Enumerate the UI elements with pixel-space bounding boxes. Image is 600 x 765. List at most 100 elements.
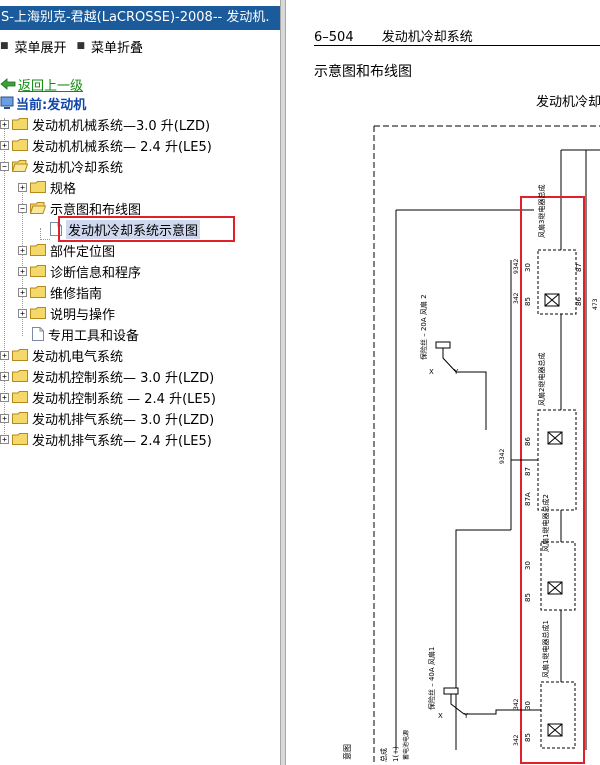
document-pane: 6–504 发动机冷却系统 示意图和布线图 发动机冷却 风扇3继电器总成 30 … xyxy=(286,0,600,765)
connector-label: X xyxy=(429,368,434,376)
wire-label: 342 xyxy=(513,292,520,304)
pin-label: 87A xyxy=(524,492,532,506)
square-icon: ■ xyxy=(0,41,9,51)
computer-icon xyxy=(0,96,14,109)
expand-toggle[interactable]: + xyxy=(18,287,27,297)
collapse-menu-label: 菜单折叠 xyxy=(91,40,144,56)
tree-item-label: 发动机机械系统—3.0 升(LZD) xyxy=(32,118,211,134)
expand-toggle[interactable]: + xyxy=(18,182,27,192)
tree-item-schematics[interactable]: − 示意图和布线图 xyxy=(18,198,141,218)
diagram-caption: 意图 xyxy=(342,744,352,760)
tree-item-label: 说明与操作 xyxy=(50,307,116,323)
expand-toggle[interactable]: + xyxy=(18,266,27,276)
connector-label: X xyxy=(438,712,443,720)
relay-box xyxy=(540,541,576,611)
pin-label: 86 xyxy=(524,437,532,446)
collapse-menu-button[interactable]: ■ 菜单折叠 xyxy=(77,37,144,56)
expand-menu-label: 菜单展开 xyxy=(14,40,67,56)
tree-item-label: 发动机控制系统— 3.0 升(LZD) xyxy=(32,370,215,386)
folder-icon xyxy=(12,391,28,403)
wire-label: 342 xyxy=(513,734,520,746)
expand-toggle[interactable]: + xyxy=(18,308,27,318)
tree-item-repair-guide[interactable]: + 维修指南 xyxy=(18,282,102,302)
tree-guide-line xyxy=(40,228,41,240)
pin-label: 87 xyxy=(524,467,532,476)
pin-label: 87 xyxy=(575,263,583,272)
tree-item-label: 发动机机械系统— 2.4 升(LE5) xyxy=(32,139,212,155)
expand-toggle[interactable]: + xyxy=(0,119,9,129)
collapse-toggle[interactable]: − xyxy=(0,161,9,171)
back-link[interactable]: 返回上一级 xyxy=(0,74,83,94)
pin-label: 30 xyxy=(524,561,532,570)
collapse-toggle[interactable]: − xyxy=(18,203,27,213)
tree-item-engine-cooling[interactable]: − 发动机冷却系统 xyxy=(0,156,123,176)
tree-item-engine-mechanical-2-4[interactable]: + 发动机机械系统— 2.4 升(LE5) xyxy=(0,135,212,155)
tree-item-engine-electrical[interactable]: + 发动机电气系统 xyxy=(0,345,123,365)
expand-toggle[interactable]: + xyxy=(18,245,27,255)
tree-item-label: 发动机电气系统 xyxy=(32,349,124,365)
tree-item-label: 发动机冷却系统 xyxy=(32,160,124,176)
tree-guide-line xyxy=(40,239,50,240)
folder-icon xyxy=(12,370,28,382)
wire-label: 9342 xyxy=(499,449,506,464)
expand-toggle[interactable]: + xyxy=(0,350,9,360)
tree-item-cooling-schematic[interactable]: 发动机冷却系统示意图 xyxy=(50,219,201,239)
highlight-box xyxy=(520,196,585,764)
tree-item-label: 部件定位图 xyxy=(50,244,116,260)
tree-item-label: 维修指南 xyxy=(50,286,103,302)
pin-label: 30 xyxy=(524,263,532,272)
tree-item-diagnostics[interactable]: + 诊断信息和程序 xyxy=(18,261,141,281)
expand-toggle[interactable]: + xyxy=(0,434,9,444)
expand-toggle[interactable]: + xyxy=(0,392,9,402)
square-icon: ■ xyxy=(76,41,86,51)
tree-item-label: 示意图和布线图 xyxy=(50,202,142,218)
pin-label: 85 xyxy=(524,593,532,602)
folder-open-icon xyxy=(12,160,28,172)
expand-toggle[interactable]: + xyxy=(0,140,9,150)
current-location-label: 当前:发动机 xyxy=(16,97,87,113)
wire-label: 473 xyxy=(592,298,599,310)
connector-label: Y xyxy=(463,712,469,720)
folder-icon xyxy=(12,139,28,151)
tree-item-label: 发动机冷却系统示意图 xyxy=(66,219,201,239)
tree-item-description-operation[interactable]: + 说明与操作 xyxy=(18,303,115,323)
tree-item-engine-mechanical-3-0[interactable]: + 发动机机械系统—3.0 升(LZD) xyxy=(0,114,210,134)
back-arrow-icon xyxy=(0,78,16,90)
pin-label: 86 xyxy=(575,297,583,306)
tree-item-label: 专用工具和设备 xyxy=(48,328,140,344)
tree-guide-line xyxy=(22,186,23,336)
tree-item-engine-exhaust-3-0[interactable]: + 发动机排气系统— 3.0 升(LZD) xyxy=(0,408,214,428)
relay1b-label: 风扇1继电器总成1 xyxy=(541,620,550,678)
fuse-symbol xyxy=(435,341,451,349)
tree-item-engine-control-3-0[interactable]: + 发动机控制系统— 3.0 升(LZD) xyxy=(0,366,214,386)
tree-item-special-tools[interactable]: 专用工具和设备 xyxy=(32,324,139,344)
tree-item-label: 发动机排气系统— 3.0 升(LZD) xyxy=(32,412,215,428)
pane-splitter[interactable] xyxy=(280,0,286,765)
expand-menu-button[interactable]: ■ 菜单展开 xyxy=(0,37,67,56)
tree-item-specifications[interactable]: + 规格 xyxy=(18,177,76,197)
folder-icon xyxy=(12,118,28,130)
document-icon xyxy=(32,327,44,341)
back-link-label: 返回上一级 xyxy=(18,78,84,94)
tree-guide-line xyxy=(4,118,5,440)
folder-icon xyxy=(12,433,28,445)
expand-toggle[interactable]: + xyxy=(0,371,9,381)
folder-icon xyxy=(30,307,46,319)
fuse-label: 保险丝 – 40A 风扇1 xyxy=(427,647,436,710)
diagram-title: 发动机冷却 xyxy=(536,95,600,110)
highlight-box xyxy=(58,216,235,242)
tree-item-label: 发动机控制系统 — 2.4 升(LE5) xyxy=(32,391,216,407)
relay-box xyxy=(537,409,577,511)
window-title: S-上海别克-君越(LaCROSSE)-2008-- 发动机. xyxy=(0,6,280,30)
current-location: 当前:发动机 xyxy=(0,93,86,113)
expand-toggle[interactable]: + xyxy=(0,413,9,423)
pin-label: 85 xyxy=(524,733,532,742)
relay3-label: 风扇3继电器总成 xyxy=(537,185,546,238)
document-header: 6–504 发动机冷却系统 xyxy=(314,26,497,45)
tree-item-engine-control-2-4[interactable]: + 发动机控制系统 — 2.4 升(LE5) xyxy=(0,387,216,407)
wire-label: 9342 xyxy=(513,259,520,274)
navigation-pane: S-上海别克-君越(LaCROSSE)-2008-- 发动机. ■ 菜单展开 ■… xyxy=(0,0,280,765)
tree-item-component-locator[interactable]: + 部件定位图 xyxy=(18,240,115,260)
tree-item-engine-exhaust-2-4[interactable]: + 发动机排气系统— 2.4 升(LE5) xyxy=(0,429,212,449)
relay-box xyxy=(540,681,576,749)
